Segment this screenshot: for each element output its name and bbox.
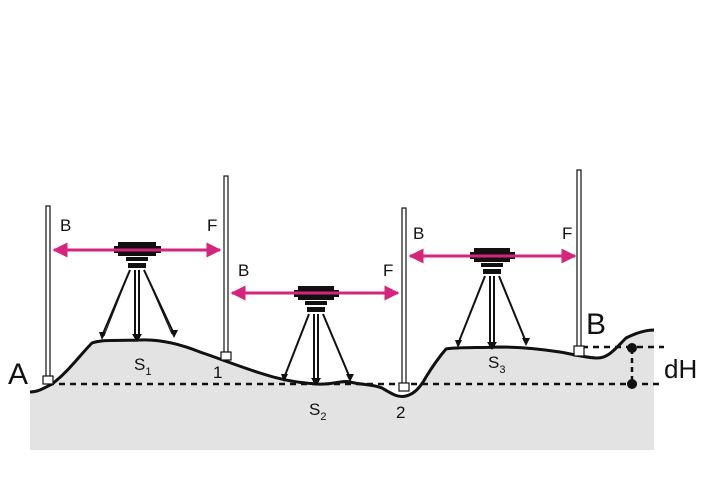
point-b-label: B bbox=[586, 308, 606, 341]
level-instrument-s2 bbox=[281, 286, 354, 386]
turning-point-1-label: 1 bbox=[213, 363, 222, 382]
svg-text:S1: S1 bbox=[134, 355, 151, 378]
station-s3-label: S3 bbox=[488, 353, 505, 376]
staff-a bbox=[42, 205, 54, 385]
ground-outline bbox=[29, 328, 655, 398]
backsight-label-s2: B bbox=[238, 261, 249, 280]
height-difference-label: dH bbox=[664, 354, 697, 384]
dh-bottom-dot bbox=[627, 379, 637, 389]
station-s2-label: S2 bbox=[309, 400, 326, 423]
staff-1 bbox=[220, 175, 232, 361]
backsight-label-s3: B bbox=[413, 224, 424, 243]
staff-b bbox=[573, 169, 585, 357]
foresight-label-s2: F bbox=[383, 261, 393, 280]
ground-profile bbox=[30, 330, 654, 450]
level-instrument-s3 bbox=[455, 248, 530, 350]
foresight-label-s3: F bbox=[562, 224, 572, 243]
svg-text:S3: S3 bbox=[488, 353, 505, 376]
dh-top-dot bbox=[627, 343, 637, 353]
backsight-label-s1: B bbox=[60, 216, 71, 235]
point-a-label: A bbox=[8, 358, 28, 391]
station-s1-label: S1 bbox=[134, 355, 151, 378]
turning-point-2-label: 2 bbox=[396, 403, 405, 422]
staff-2 bbox=[398, 207, 410, 392]
level-instrument-s1 bbox=[99, 242, 178, 342]
svg-text:S2: S2 bbox=[309, 400, 326, 423]
foresight-label-s1: F bbox=[207, 216, 217, 235]
